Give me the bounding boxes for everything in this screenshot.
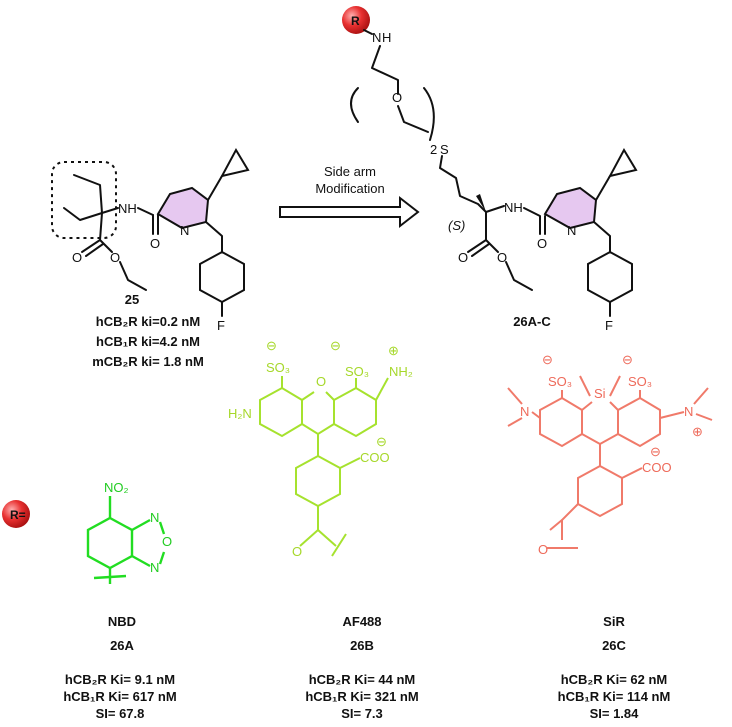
svg-text:COO: COO bbox=[360, 450, 390, 465]
svg-text:⊖: ⊖ bbox=[542, 352, 553, 367]
svg-text:NH₂: NH₂ bbox=[389, 364, 413, 379]
ester-o-ether: O bbox=[110, 250, 120, 265]
pyridine-n-atom-26: N bbox=[567, 223, 576, 238]
arrow-text-modification: Modification bbox=[315, 181, 384, 196]
linker-h-atom: H bbox=[382, 30, 391, 45]
peg-o-atom: O bbox=[392, 90, 402, 105]
r-group-ball-top bbox=[342, 6, 370, 34]
fluorine-atom-25: F bbox=[217, 318, 225, 333]
svg-text:SO₃: SO₃ bbox=[628, 374, 652, 389]
modification-highlight-box bbox=[51, 161, 117, 239]
svg-text:⊖: ⊖ bbox=[650, 444, 661, 459]
fluorophenyl-ring-26 bbox=[587, 250, 633, 304]
amide-o-atom-26: O bbox=[537, 236, 547, 251]
r-equals-label: R= bbox=[10, 508, 26, 522]
compound-26-structure: R N H O 2 S NH O (S) O O N bbox=[342, 6, 638, 333]
nbd-si: SI= 67.8 bbox=[96, 706, 145, 721]
svg-text:SO₃: SO₃ bbox=[548, 374, 572, 389]
sir-hcb1: hCB₁R Ki= 114 nM bbox=[558, 689, 671, 704]
svg-text:N: N bbox=[150, 560, 159, 575]
af488-so3-minus-right: ⊖ bbox=[330, 338, 341, 353]
peg-repeat-count: 2 bbox=[430, 142, 437, 157]
svg-text:SO₃: SO₃ bbox=[345, 364, 369, 379]
af488-structure: ⊖ ⊖ SO₃ SO₃ ⊕ H₂N NH₂ O COO ⊖ O bbox=[228, 338, 413, 559]
nbd-structure: NO₂ N O N bbox=[86, 480, 172, 584]
svg-text:SO₃: SO₃ bbox=[266, 360, 290, 375]
af488-si: SI= 7.3 bbox=[341, 706, 383, 721]
fluorine-atom-26: F bbox=[605, 318, 613, 333]
amide-nh-atom-26: NH bbox=[504, 200, 523, 215]
svg-text:N: N bbox=[684, 404, 693, 419]
r-group-ball-legend bbox=[2, 500, 30, 528]
nbd-hcb2: hCB₂R Ki= 9.1 nM bbox=[65, 672, 175, 687]
amide-o-atom: O bbox=[150, 236, 160, 251]
ester-o-carbonyl-26: O bbox=[458, 250, 468, 265]
nbd-no2: NO₂ bbox=[104, 480, 129, 495]
dye-code-26b: 26B bbox=[350, 638, 374, 653]
svg-text:Si: Si bbox=[594, 386, 606, 401]
svg-text:⊕: ⊕ bbox=[692, 424, 703, 439]
svg-text:H₂N: H₂N bbox=[228, 406, 252, 421]
svg-text:N: N bbox=[150, 510, 159, 525]
dye-name-nbd: NBD bbox=[108, 614, 136, 629]
pyridine-ring-26 bbox=[543, 186, 598, 230]
dye-code-26a: 26A bbox=[110, 638, 134, 653]
compound-25-structure: NH O O O N F bbox=[51, 147, 250, 333]
svg-text:COO: COO bbox=[642, 460, 672, 475]
amide-nh-atom: NH bbox=[118, 201, 137, 216]
pyridine-n-atom: N bbox=[180, 223, 189, 238]
nbd-hcb1: hCB₁R Ki= 617 nM bbox=[63, 689, 176, 704]
svg-text:⊖: ⊖ bbox=[376, 434, 387, 449]
sir-si: SI= 1.84 bbox=[590, 706, 640, 721]
svg-text:⊖: ⊖ bbox=[622, 352, 633, 367]
ester-o-carbonyl: O bbox=[72, 250, 82, 265]
thioether-s-atom: S bbox=[440, 142, 449, 157]
compound-26-label: 26A-C bbox=[513, 314, 551, 329]
svg-text:O: O bbox=[292, 544, 302, 559]
dye-name-af488: AF488 bbox=[342, 614, 381, 629]
compound-25-mcb2: mCB₂R ki= 1.8 nM bbox=[92, 354, 204, 369]
arrow-text-side-arm: Side arm bbox=[324, 164, 376, 179]
ester-o-ether-26: O bbox=[497, 250, 507, 265]
compound-25-label: 25 bbox=[125, 292, 139, 307]
svg-text:O: O bbox=[316, 374, 326, 389]
af488-plus: ⊕ bbox=[388, 343, 399, 358]
sir-structure: ⊖ ⊖ SO₃ SO₃ Si N N ⊕ COO ⊖ O bbox=[507, 352, 713, 557]
sir-hcb2: hCB₂R Ki= 62 nM bbox=[561, 672, 668, 687]
pyridine-ring-25 bbox=[156, 186, 210, 230]
compound-25-hcb1: hCB₁R ki=4.2 nM bbox=[96, 334, 200, 349]
stereo-descriptor: (S) bbox=[448, 218, 465, 233]
dye-name-sir: SiR bbox=[603, 614, 625, 629]
fluorophenyl-ring-25 bbox=[199, 250, 245, 304]
af488-hcb1: hCB₁R Ki= 321 nM bbox=[305, 689, 418, 704]
compound-25-hcb2: hCB₂R ki=0.2 nM bbox=[96, 314, 200, 329]
svg-text:N: N bbox=[520, 404, 529, 419]
transformation-arrow bbox=[279, 195, 420, 229]
svg-text:O: O bbox=[162, 534, 172, 549]
af488-hcb2: hCB₂R Ki= 44 nM bbox=[309, 672, 416, 687]
svg-text:O: O bbox=[538, 542, 548, 557]
dye-code-26c: 26C bbox=[602, 638, 626, 653]
af488-so3-minus-left: ⊖ bbox=[266, 338, 277, 353]
linker-n-atom: N bbox=[372, 30, 381, 45]
r-group-letter-top: R bbox=[351, 14, 360, 28]
